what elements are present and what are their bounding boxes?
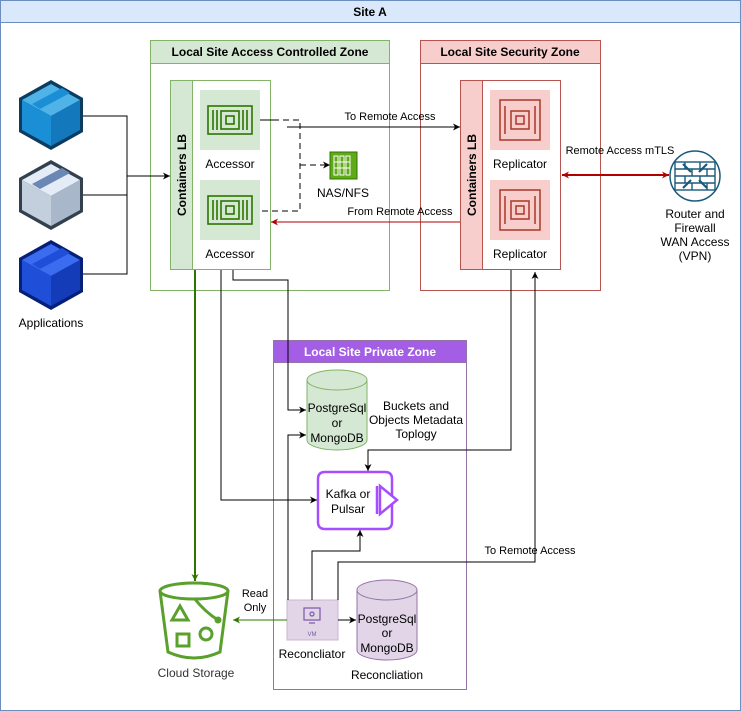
router-label-line: Router and bbox=[665, 207, 724, 221]
nas-label: NAS/NFS bbox=[317, 186, 369, 200]
private-zone-title: Local Site Private Zone bbox=[304, 345, 436, 359]
remote-access-mtls-connector: Remote Access mTLS bbox=[562, 145, 675, 179]
chip-icon bbox=[207, 195, 253, 225]
replicator-node[interactable]: Replicator bbox=[490, 180, 550, 261]
from-remote-access-connector: From Remote Access bbox=[271, 206, 460, 226]
kafka-label-line: Pulsar bbox=[331, 502, 365, 516]
metadata-note-line: Toplogy bbox=[395, 427, 436, 441]
metadata-db-label-line: or bbox=[332, 416, 343, 430]
reconciliation-db-label-line: or bbox=[382, 626, 393, 640]
app-cube-icon[interactable] bbox=[19, 80, 83, 150]
to-remote-access-label: To Remote Access bbox=[344, 111, 436, 123]
replicator-to-kafka-connector bbox=[364, 270, 512, 471]
replicator-label: Replicator bbox=[493, 157, 547, 171]
lb-to-metadata-db-connector bbox=[232, 270, 306, 414]
metadata-db-label-line: PostgreSql bbox=[308, 401, 367, 415]
chip-icon bbox=[499, 189, 541, 231]
to-remote-access-connector: To Remote Access bbox=[260, 111, 460, 131]
read-only-label-line: Read bbox=[242, 588, 268, 600]
access-lb-label: Containers LB bbox=[175, 134, 189, 216]
reconciliation-caption: Reconcliation bbox=[351, 668, 423, 682]
accessor-label: Accessor bbox=[205, 157, 254, 171]
nas-dashed-connector bbox=[260, 119, 330, 212]
reconciliator-to-cloud-storage-connector: Read Only bbox=[233, 588, 287, 624]
router-label-line: Firewall bbox=[674, 221, 715, 235]
metadata-database[interactable]: PostgreSql or MongoDB bbox=[306, 369, 368, 451]
metadata-note: Buckets and Objects Metadata Toplogy bbox=[369, 399, 463, 441]
accessor-label: Accessor bbox=[205, 247, 254, 261]
app-cube-icon[interactable] bbox=[19, 240, 83, 310]
reconciliator-to-kafka-connector bbox=[311, 530, 364, 600]
metadata-note-line: Buckets and bbox=[383, 399, 449, 413]
router-node[interactable]: Router and Firewall WAN Access (VPN) bbox=[661, 150, 730, 263]
kafka-pulsar-queue[interactable]: Kafka or Pulsar bbox=[316, 470, 399, 531]
chip-icon bbox=[499, 99, 541, 141]
metadata-db-label-line: MongoDB bbox=[310, 431, 363, 445]
router-label-line: WAN Access bbox=[661, 235, 730, 249]
reconciliator-vm[interactable]: VM Reconcliator bbox=[279, 599, 346, 661]
replicator-node[interactable]: Replicator bbox=[490, 90, 550, 171]
applications-group: Applications bbox=[19, 80, 84, 330]
from-remote-access-label: From Remote Access bbox=[347, 206, 453, 218]
kafka-label-line: Kafka or bbox=[326, 487, 371, 501]
metadata-note-line: Objects Metadata bbox=[369, 413, 463, 427]
reconciliation-database[interactable]: PostgreSql or MongoDB Reconcliation bbox=[351, 579, 423, 682]
reconciliation-db-label-line: PostgreSql bbox=[358, 612, 417, 626]
reconciliator-label: Reconcliator bbox=[279, 647, 346, 661]
accessor-node[interactable]: Accessor bbox=[200, 90, 260, 171]
reconciliation-db-label-line: MongoDB bbox=[360, 641, 413, 655]
cloud-storage-node[interactable]: Cloud Storage bbox=[158, 581, 235, 680]
site-title: Site A bbox=[353, 5, 387, 19]
reconciliator-to-metadata-db-connector bbox=[287, 431, 306, 600]
bucket-icon bbox=[158, 581, 230, 660]
applications-to-lb-connector bbox=[83, 115, 170, 275]
security-lb-label: Containers LB bbox=[465, 134, 479, 216]
remote-access-mtls-label: Remote Access mTLS bbox=[566, 145, 675, 157]
router-label-line: (VPN) bbox=[679, 249, 712, 263]
accessor-node[interactable]: Accessor bbox=[200, 180, 260, 261]
app-cube-icon[interactable] bbox=[19, 160, 83, 230]
reconciliator-to-replicator-connector: To Remote Access bbox=[337, 272, 576, 600]
access-zone-title: Local Site Access Controlled Zone bbox=[172, 45, 369, 59]
lb-to-kafka-connector bbox=[220, 270, 317, 504]
chip-icon bbox=[207, 105, 253, 135]
read-only-label-line: Only bbox=[244, 602, 267, 614]
security-zone-title: Local Site Security Zone bbox=[440, 45, 580, 59]
router-arrows-icon bbox=[682, 163, 708, 189]
applications-label: Applications bbox=[19, 316, 84, 330]
replicator-label: Replicator bbox=[493, 247, 547, 261]
nas-nfs-node[interactable]: NAS/NFS bbox=[317, 151, 369, 200]
to-remote-access-label: To Remote Access bbox=[484, 545, 576, 557]
vm-monitor-icon bbox=[303, 607, 321, 624]
storage-icon bbox=[333, 155, 351, 176]
vm-badge: VM bbox=[308, 632, 317, 638]
cloud-storage-label: Cloud Storage bbox=[158, 666, 235, 680]
